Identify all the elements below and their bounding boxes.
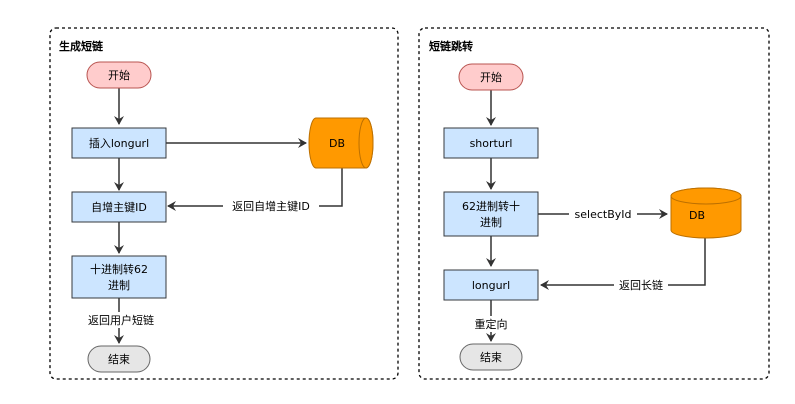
panel-short-link-redirect: 短链跳转 selectById 返回长链 重定向 开始 shorturl 62进… [418, 27, 770, 380]
node-db-label: DB [329, 137, 345, 150]
node-62-to-decimal-line2: 进制 [480, 216, 502, 229]
node-end[interactable] [87, 345, 151, 373]
edge-label-bg [569, 206, 637, 222]
node-auto-increment-id-label: 自增主键ID [91, 200, 147, 214]
node-shorturl[interactable] [443, 127, 539, 159]
edge-label-bg [223, 198, 319, 214]
edge-label-bg [614, 277, 668, 293]
node-db[interactable] [670, 187, 742, 239]
node-db-label: DB [689, 209, 705, 222]
edge-label-return-id: 返回自增主键ID [232, 199, 310, 213]
edge-label-return-short: 返回用户短链 [88, 313, 154, 327]
panel-title: 短链跳转 [429, 39, 473, 53]
panel-title: 生成短链 [59, 39, 104, 53]
panel-border [49, 27, 399, 380]
node-start-label: 开始 [480, 70, 502, 84]
node-start-label: 开始 [108, 68, 130, 82]
node-longurl[interactable] [443, 269, 539, 301]
edge-label-redirect: 重定向 [475, 317, 508, 331]
node-start[interactable] [458, 63, 524, 91]
node-62-to-decimal-line1: 62进制转十 [462, 199, 520, 213]
panel-border [418, 27, 770, 380]
edge-db-to-longurl [540, 238, 706, 290]
edge-label-bg [80, 312, 162, 328]
node-end-label: 结束 [108, 353, 130, 366]
node-end[interactable] [459, 343, 523, 371]
panel-generate-short-link: 生成短链 返回自增主键ID 返回用户短链 开始 插入longurl 自增主键ID… [49, 27, 399, 380]
node-decimal-to-62-line1: 十进制转62 [90, 262, 148, 276]
node-62-to-decimal[interactable] [443, 191, 539, 237]
node-db[interactable] [308, 117, 374, 169]
node-start[interactable] [86, 61, 152, 89]
edge-label-select-by-id: selectById [575, 208, 632, 221]
node-auto-increment-id[interactable] [71, 191, 167, 223]
node-decimal-to-62-line2: 进制 [108, 279, 130, 292]
edge-label-return-long: 返回长链 [619, 278, 663, 292]
node-shorturl-label: shorturl [470, 137, 513, 150]
node-end-label: 结束 [480, 351, 502, 364]
edge-label-bg [467, 316, 515, 332]
node-insert-longurl-label: 插入longurl [89, 136, 149, 150]
node-longurl-label: longurl [472, 279, 510, 292]
node-decimal-to-62[interactable] [71, 255, 167, 299]
node-insert-longurl[interactable] [71, 127, 167, 159]
